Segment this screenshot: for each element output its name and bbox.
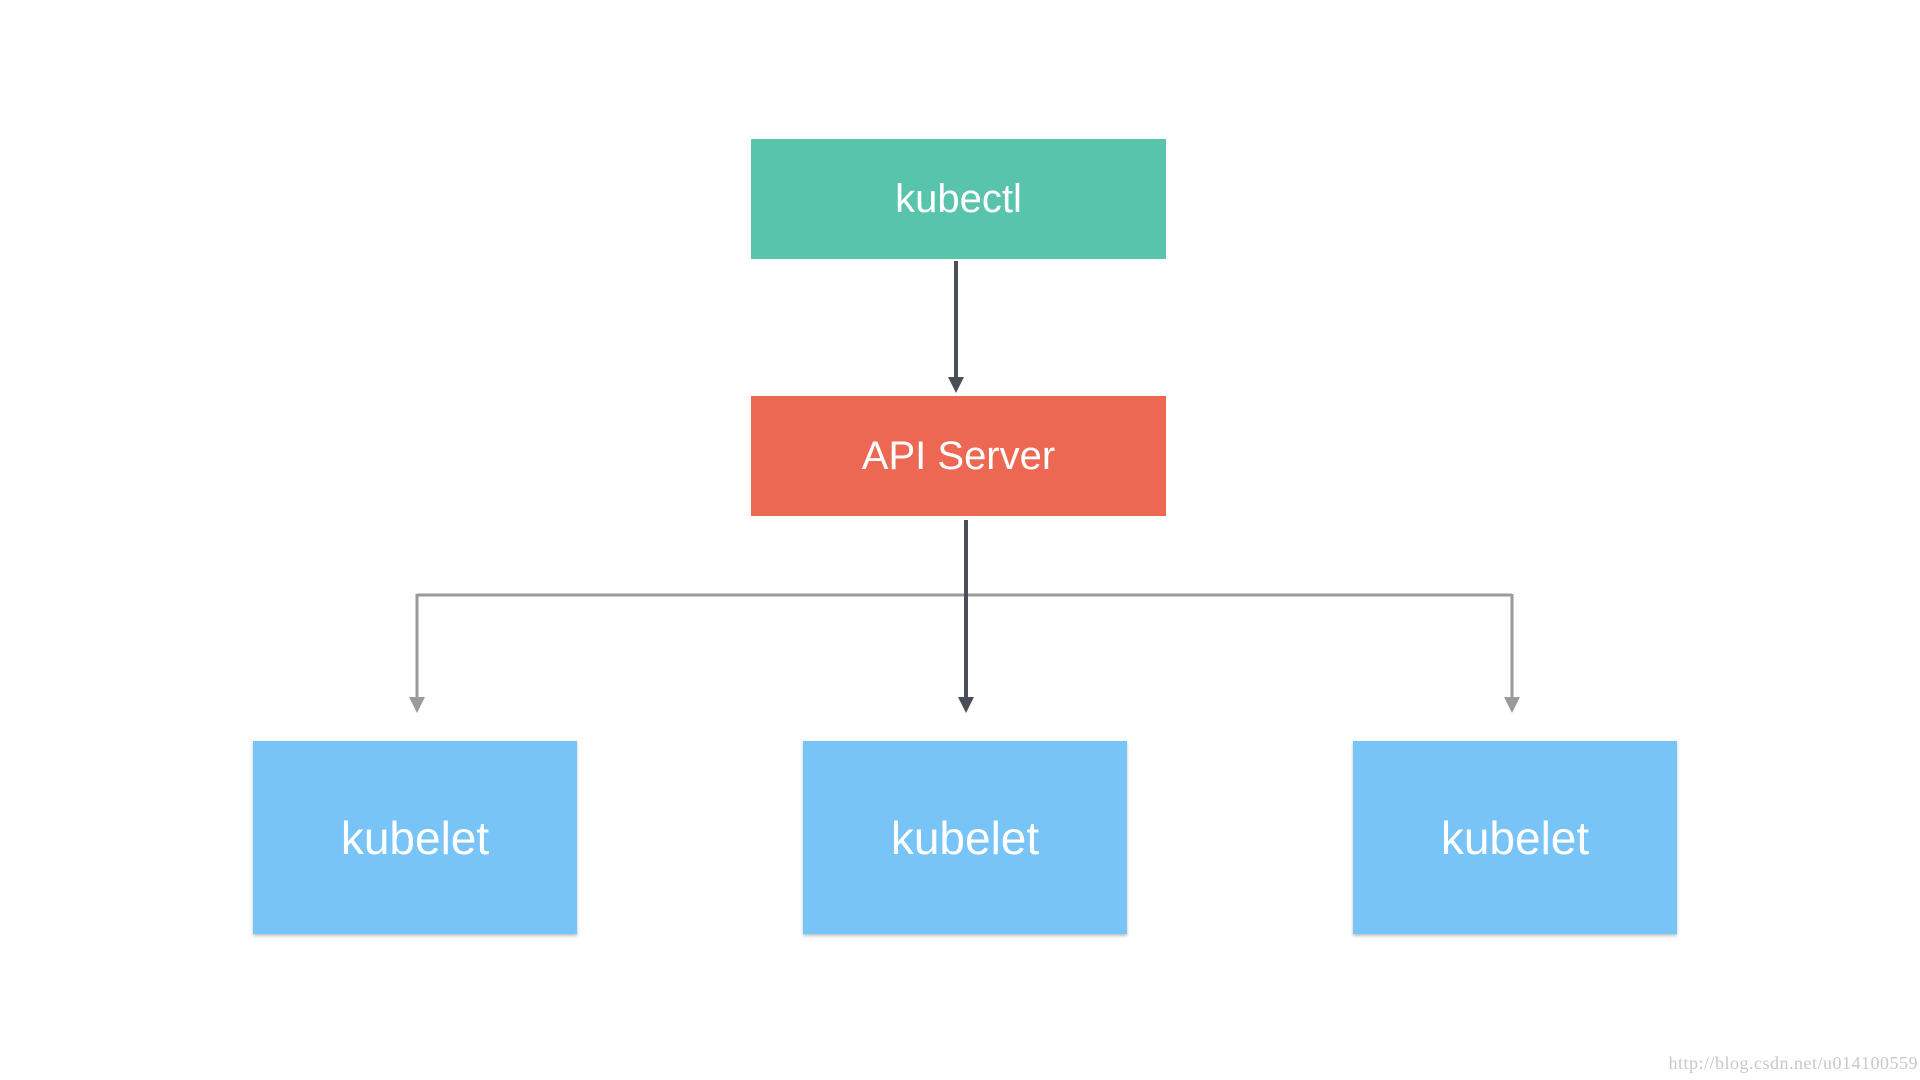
arrowhead-kubelet-2 bbox=[958, 697, 974, 713]
kubelet-label: kubelet bbox=[1440, 811, 1590, 864]
kubelet-node-2: kubelet bbox=[803, 741, 1127, 934]
arrowhead-kubelet-1 bbox=[409, 697, 425, 713]
kubelet-label: kubelet bbox=[890, 811, 1040, 864]
kubelet-node-1: kubelet bbox=[253, 741, 577, 934]
kubectl-node: kubectl bbox=[751, 139, 1166, 259]
watermark-url: http://blog.csdn.net/u014100559 bbox=[1668, 1053, 1918, 1073]
arrowhead-api-server bbox=[948, 377, 964, 393]
api-server-label: API Server bbox=[861, 433, 1056, 478]
kubelet-node-3: kubelet bbox=[1353, 741, 1677, 934]
arrowhead-kubelet-3 bbox=[1504, 697, 1520, 713]
kubelet-label: kubelet bbox=[340, 811, 490, 864]
kubectl-label: kubectl bbox=[895, 176, 1022, 221]
api-server-node: API Server bbox=[751, 396, 1166, 516]
